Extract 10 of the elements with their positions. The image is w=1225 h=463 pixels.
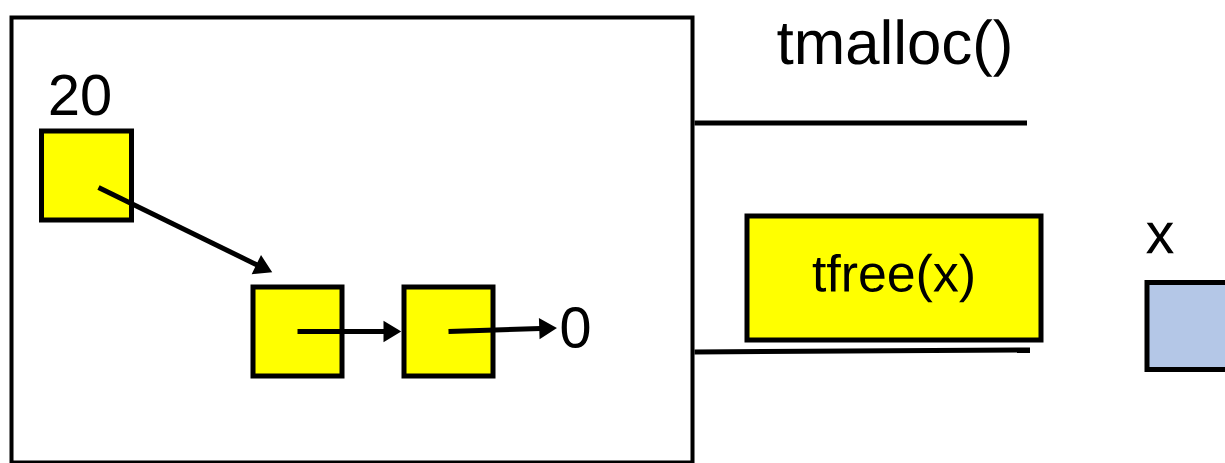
end-marker: 0 bbox=[561, 307, 590, 348]
memory-block bbox=[1144, 280, 1225, 372]
function-label: tmalloc() bbox=[777, 19, 1010, 77]
node-caption: 20 bbox=[50, 74, 110, 116]
memory-frame bbox=[9, 15, 695, 463]
list-cell bbox=[250, 284, 345, 379]
function-box: tfree(x) bbox=[744, 213, 1044, 343]
node-caption: x bbox=[1146, 222, 1174, 254]
list-cell bbox=[39, 128, 134, 223]
list-cell bbox=[401, 284, 496, 379]
